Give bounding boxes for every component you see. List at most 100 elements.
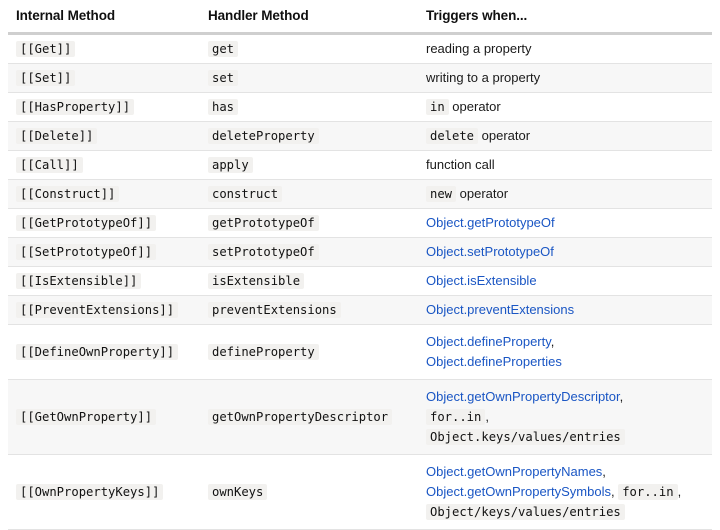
doc-link[interactable]: Object.getOwnPropertySymbols bbox=[426, 484, 611, 499]
cell-handler-method: get bbox=[200, 33, 418, 64]
cell-internal-method: [[Delete]] bbox=[8, 121, 200, 151]
cell-internal-method: [[IsExtensible]] bbox=[8, 266, 200, 296]
doc-link[interactable]: Object.defineProperty bbox=[426, 334, 551, 349]
table-row: [[Construct]] construct new operator bbox=[8, 179, 712, 209]
internal-method-code: [[DefineOwnProperty]] bbox=[16, 344, 179, 360]
text-fragment: writing to a property bbox=[426, 70, 541, 85]
cell-triggers-when: Object.defineProperty,Object.definePrope… bbox=[418, 324, 712, 380]
cell-internal-method: [[PreventExtensions]] bbox=[8, 295, 200, 325]
doc-link[interactable]: Object.preventExtensions bbox=[426, 302, 575, 317]
table-row: [[IsExtensible]] isExtensible Object.isExt… bbox=[8, 266, 712, 296]
cell-internal-method: [[SetPrototypeOf]] bbox=[8, 237, 200, 267]
doc-link[interactable]: Object.getPrototypeOf bbox=[426, 215, 555, 230]
triggers-content: function call bbox=[426, 155, 706, 175]
column-header-handler-method: Handler Method bbox=[200, 8, 418, 35]
cell-internal-method: [[Call]] bbox=[8, 150, 200, 180]
cell-triggers-when: Object.preventExtensions bbox=[418, 295, 712, 325]
handler-method-code: set bbox=[208, 70, 239, 86]
internal-method-code: [[Get]] bbox=[16, 41, 76, 57]
cell-triggers-when: function call bbox=[418, 150, 712, 180]
internal-method-code: [[GetPrototypeOf]] bbox=[16, 215, 157, 231]
handler-method-code: getOwnPropertyDescriptor bbox=[208, 409, 393, 425]
text-fragment: operator bbox=[478, 128, 531, 143]
cell-handler-method: deleteProperty bbox=[200, 121, 418, 151]
cell-triggers-when: delete operator bbox=[418, 121, 712, 151]
table-row: [[Set]] set writing to a property bbox=[8, 63, 712, 93]
cell-triggers-when: Object.getOwnPropertyDescriptor, for..in,… bbox=[418, 379, 712, 455]
triggers-line: in operator bbox=[426, 97, 706, 117]
inline-code: in bbox=[426, 99, 449, 115]
handler-method-code: apply bbox=[208, 157, 253, 173]
cell-triggers-when: Object.getOwnPropertyNames,Object.getOwn… bbox=[418, 454, 712, 530]
internal-method-code: [[PreventExtensions]] bbox=[16, 302, 179, 318]
cell-internal-method: [[DefineOwnProperty]] bbox=[8, 324, 200, 380]
handler-method-code: construct bbox=[208, 186, 283, 202]
text-fragment: , bbox=[619, 389, 624, 404]
handler-method-code: defineProperty bbox=[208, 344, 319, 360]
triggers-line: Object.defineProperty, bbox=[426, 332, 706, 352]
proxy-traps-table: Internal Method Handler Method Triggers … bbox=[8, 8, 712, 530]
cell-handler-method: isExtensible bbox=[200, 266, 418, 296]
doc-link[interactable]: Object.getOwnPropertyDescriptor bbox=[426, 389, 620, 404]
internal-method-code: [[IsExtensible]] bbox=[16, 273, 142, 289]
handler-method-code: isExtensible bbox=[208, 273, 305, 289]
triggers-content: delete operator bbox=[426, 126, 706, 146]
internal-method-code: [[Construct]] bbox=[16, 186, 120, 202]
inline-code: for..in bbox=[618, 484, 678, 500]
triggers-content: reading a property bbox=[426, 39, 706, 59]
triggers-content: Object.defineProperty,Object.definePrope… bbox=[426, 332, 706, 372]
doc-link[interactable]: Object.getOwnPropertyNames bbox=[426, 464, 603, 479]
internal-method-code: [[Set]] bbox=[16, 70, 76, 86]
internal-method-code: [[OwnPropertyKeys]] bbox=[16, 484, 164, 500]
triggers-line: function call bbox=[426, 155, 706, 175]
cell-internal-method: [[HasProperty]] bbox=[8, 92, 200, 122]
cell-handler-method: construct bbox=[200, 179, 418, 209]
triggers-content: in operator bbox=[426, 97, 706, 117]
triggers-line: Object.getOwnPropertySymbols, for..in, bbox=[426, 482, 706, 502]
triggers-line: new operator bbox=[426, 184, 706, 204]
triggers-line: Object.isExtensible bbox=[426, 271, 706, 291]
triggers-line: writing to a property bbox=[426, 68, 706, 88]
cell-triggers-when: Object.isExtensible bbox=[418, 266, 712, 296]
triggers-line: Object.getOwnPropertyDescriptor, bbox=[426, 387, 706, 407]
handler-method-code: getPrototypeOf bbox=[208, 215, 319, 231]
triggers-line: Object.preventExtensions bbox=[426, 300, 706, 320]
column-header-triggers-when: Triggers when... bbox=[418, 8, 712, 35]
triggers-line: Object.setPrototypeOf bbox=[426, 242, 706, 262]
handler-method-code: has bbox=[208, 99, 239, 115]
text-fragment: reading a property bbox=[426, 41, 532, 56]
cell-handler-method: defineProperty bbox=[200, 324, 418, 380]
triggers-content: Object.isExtensible bbox=[426, 271, 706, 291]
cell-handler-method: getOwnPropertyDescriptor bbox=[200, 379, 418, 455]
table-row: [[Get]] get reading a property bbox=[8, 33, 712, 64]
handler-method-code: setPrototypeOf bbox=[208, 244, 319, 260]
table-row: [[GetPrototypeOf]] getPrototypeOf Object.g… bbox=[8, 208, 712, 238]
internal-method-code: [[GetOwnProperty]] bbox=[16, 409, 157, 425]
triggers-content: writing to a property bbox=[426, 68, 706, 88]
cell-handler-method: ownKeys bbox=[200, 454, 418, 530]
cell-handler-method: preventExtensions bbox=[200, 295, 418, 325]
triggers-content: Object.preventExtensions bbox=[426, 300, 706, 320]
table-row: [[Call]] apply function call bbox=[8, 150, 712, 180]
cell-triggers-when: reading a property bbox=[418, 33, 712, 64]
triggers-line: Object.getPrototypeOf bbox=[426, 213, 706, 233]
doc-link[interactable]: Object.setPrototypeOf bbox=[426, 244, 554, 259]
doc-link[interactable]: Object.isExtensible bbox=[426, 273, 537, 288]
cell-internal-method: [[Get]] bbox=[8, 33, 200, 64]
inline-code: for..in bbox=[426, 409, 486, 425]
cell-handler-method: has bbox=[200, 92, 418, 122]
text-fragment: operator bbox=[456, 186, 509, 201]
table-body: [[Get]] get reading a property [[Set]] set wr… bbox=[8, 33, 712, 530]
triggers-line: reading a property bbox=[426, 39, 706, 59]
internal-method-code: [[Delete]] bbox=[16, 128, 98, 144]
doc-link[interactable]: Object.defineProperties bbox=[426, 354, 562, 369]
triggers-line: Object.getOwnPropertyNames, bbox=[426, 462, 706, 482]
inline-code: delete bbox=[426, 128, 479, 144]
cell-handler-method: getPrototypeOf bbox=[200, 208, 418, 238]
triggers-content: new operator bbox=[426, 184, 706, 204]
cell-internal-method: [[Set]] bbox=[8, 63, 200, 93]
triggers-content: Object.getPrototypeOf bbox=[426, 213, 706, 233]
table-row: [[GetOwnProperty]] getOwnPropertyDescript… bbox=[8, 379, 712, 455]
